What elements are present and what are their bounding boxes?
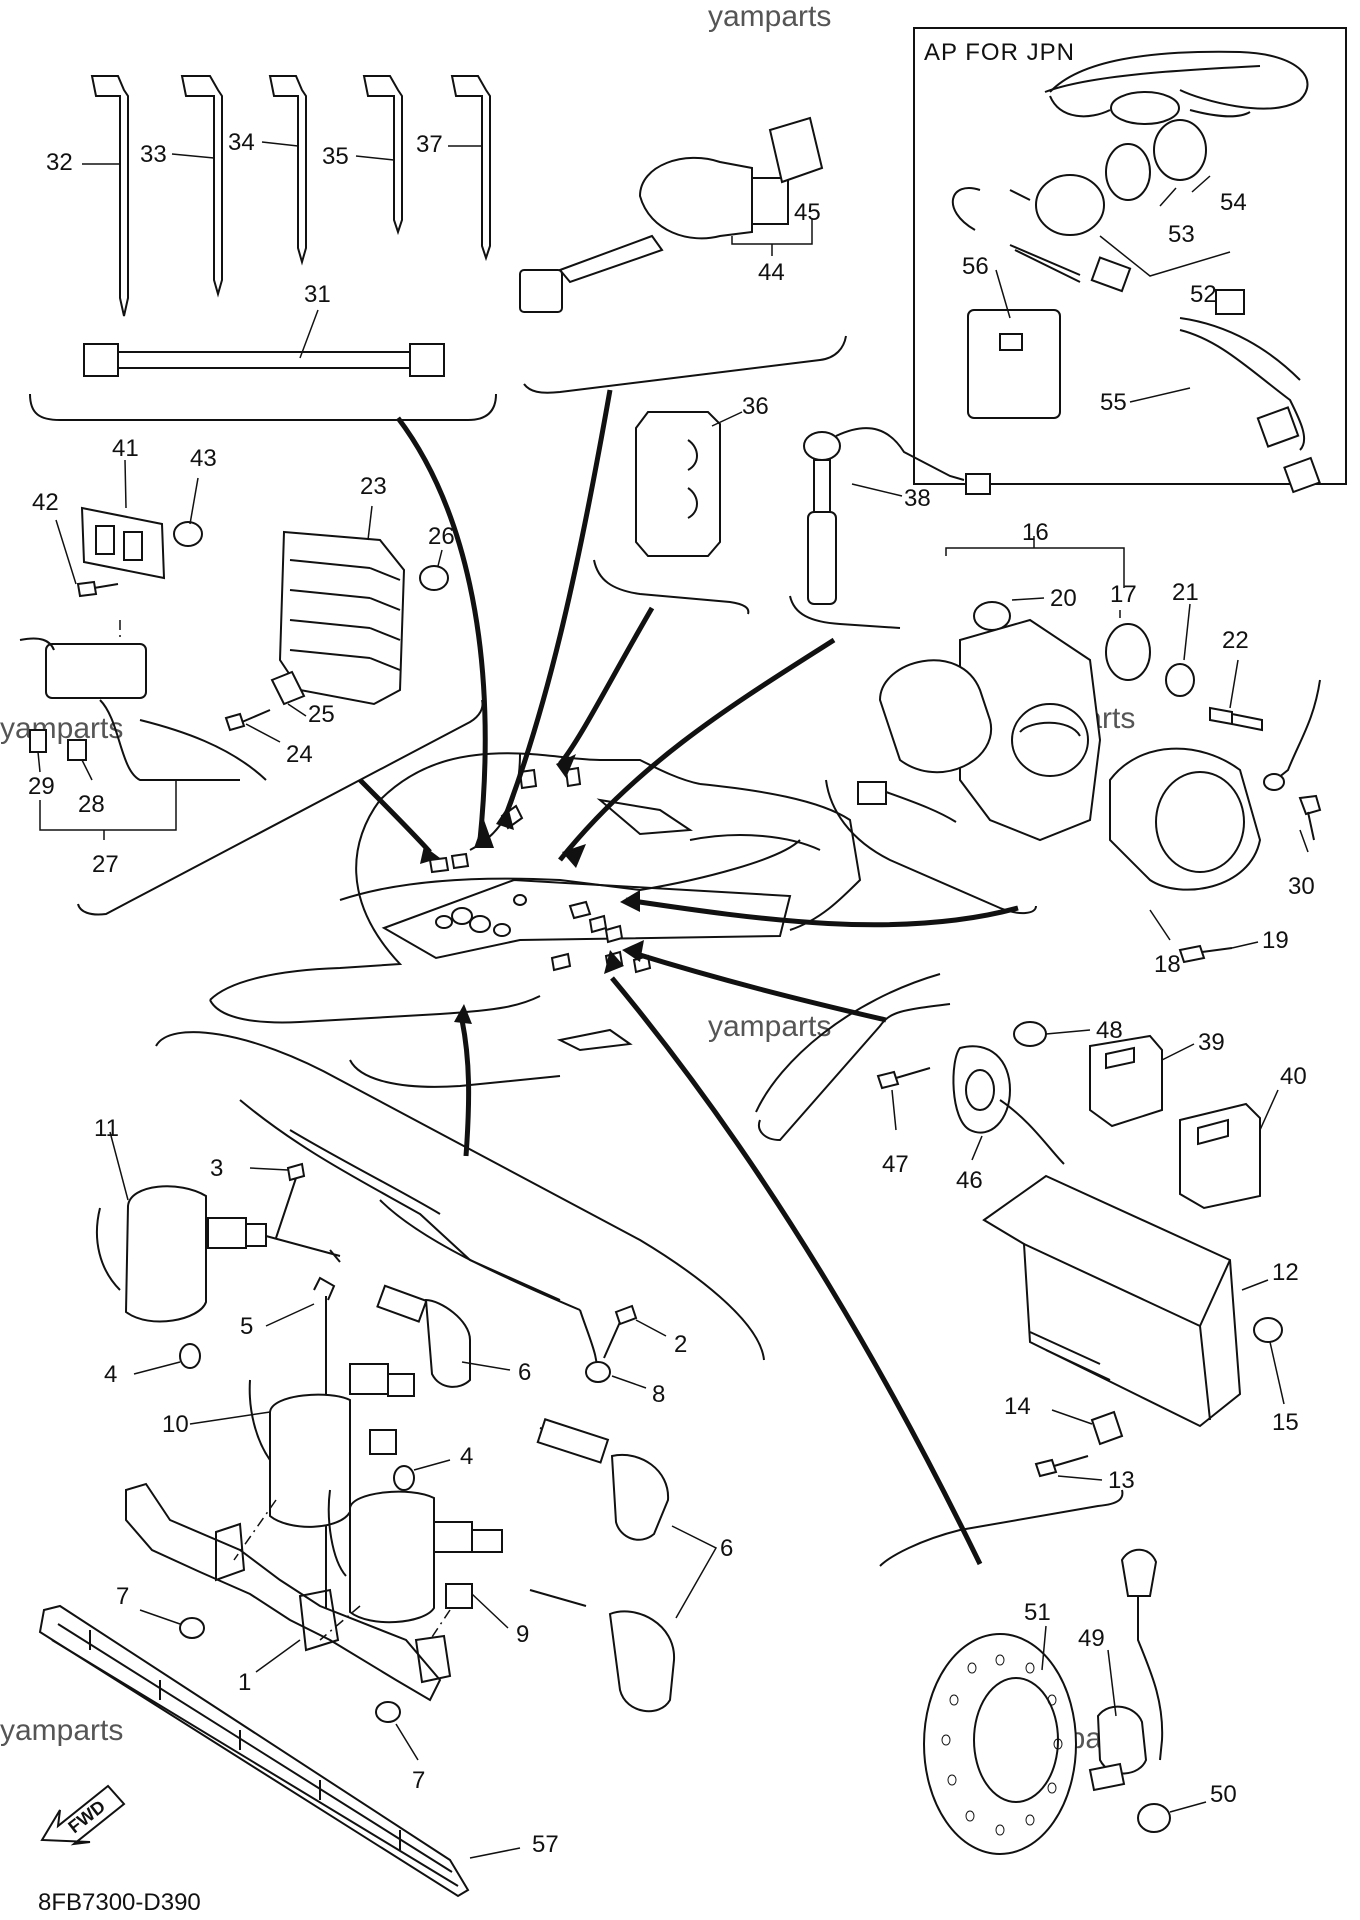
callout-3: 3: [210, 1155, 223, 1182]
callout-14: 14: [1004, 1393, 1031, 1420]
callout-11: 11: [94, 1115, 119, 1142]
callout-2: 2: [674, 1331, 687, 1358]
callout-55: 55: [1100, 389, 1127, 416]
callout-49: 49: [1078, 1625, 1105, 1652]
callout-48: 48: [1096, 1017, 1123, 1044]
callout-34: 34: [228, 129, 255, 156]
callout-29: 29: [28, 773, 55, 800]
ignition-bracket-group: [825, 536, 1322, 964]
callout-21: 21: [1172, 579, 1199, 606]
callout-46: 46: [956, 1167, 983, 1194]
callout-53: 53: [1168, 221, 1195, 248]
callout-25: 25: [308, 701, 335, 728]
callout-35: 35: [322, 143, 349, 170]
callout-31: 31: [304, 281, 331, 308]
callout-9: 9: [516, 1621, 529, 1648]
callout-51: 51: [1024, 1599, 1051, 1626]
callout-22: 22: [1222, 627, 1249, 654]
sensor-rotor-group: [879, 1489, 1207, 1855]
callout-39: 39: [1198, 1029, 1225, 1056]
callout-50: 50: [1210, 1781, 1237, 1808]
callout-labels: 32 33 34 35 37 31 45 44 54 53 52 56 55 3…: [28, 129, 1315, 1858]
callout-12: 12: [1272, 1259, 1299, 1286]
callout-6a: 6: [518, 1359, 531, 1386]
callout-54: 54: [1220, 189, 1247, 216]
connector-block-group: [593, 411, 750, 615]
callout-20: 20: [1050, 585, 1077, 612]
sensor-38-group: [789, 427, 991, 629]
callout-28: 28: [78, 791, 105, 818]
callout-45: 45: [794, 199, 821, 226]
callout-5: 5: [240, 1313, 253, 1340]
callout-24: 24: [286, 741, 313, 768]
callout-1: 1: [238, 1669, 251, 1696]
callout-37: 37: [416, 131, 443, 158]
callout-16: 16: [1022, 519, 1049, 546]
callout-23: 23: [360, 473, 387, 500]
callout-17: 17: [1110, 581, 1137, 608]
callout-8: 8: [652, 1381, 665, 1408]
callout-56: 56: [962, 253, 989, 280]
callout-41: 41: [112, 435, 139, 462]
watermark-top: yamparts: [708, 0, 831, 33]
drawing-code: 8FB7300-D390: [38, 1889, 201, 1916]
callout-42: 42: [32, 489, 59, 516]
watermark-left: yamparts: [0, 712, 123, 745]
callout-27: 27: [92, 851, 119, 878]
callout-36: 36: [742, 393, 769, 420]
watermark-center: yamparts: [708, 1010, 831, 1043]
callout-15: 15: [1272, 1409, 1299, 1436]
callout-18: 18: [1154, 951, 1181, 978]
callout-6b: 6: [720, 1535, 733, 1562]
inset-title: AP FOR JPN: [924, 39, 1075, 66]
regulator-group: [19, 459, 484, 916]
inset-ap-for-jpn: AP FOR JPN: [913, 27, 1347, 494]
callout-26: 26: [428, 523, 455, 550]
ignition-coil-group: [38, 1031, 765, 1898]
callout-7a: 7: [116, 1583, 129, 1610]
callout-19: 19: [1262, 927, 1289, 954]
callout-52: 52: [1190, 281, 1217, 308]
callout-43: 43: [190, 445, 217, 472]
callout-47: 47: [882, 1151, 909, 1178]
callout-30: 30: [1288, 873, 1315, 900]
callout-13: 13: [1108, 1467, 1135, 1494]
watermark-bottom-left: yamparts: [0, 1714, 123, 1747]
callout-4b: 4: [460, 1443, 473, 1470]
callout-40: 40: [1280, 1063, 1307, 1090]
callout-57: 57: [532, 1831, 559, 1858]
snowmobile-outline: [209, 752, 862, 1088]
main-switch-group: [519, 116, 847, 394]
cable-ties-group: [29, 75, 497, 421]
callout-38: 38: [904, 485, 931, 512]
callout-33: 33: [140, 141, 167, 168]
callout-32: 32: [46, 149, 73, 176]
callout-4a: 4: [104, 1361, 117, 1388]
fwd-arrow-icon: FWD: [40, 1784, 126, 1846]
callout-44: 44: [758, 259, 785, 286]
callout-10: 10: [162, 1411, 189, 1438]
cdi-unit-group: [755, 973, 1285, 1481]
pointer-lines: [358, 389, 1019, 1566]
callout-7b: 7: [412, 1767, 425, 1794]
